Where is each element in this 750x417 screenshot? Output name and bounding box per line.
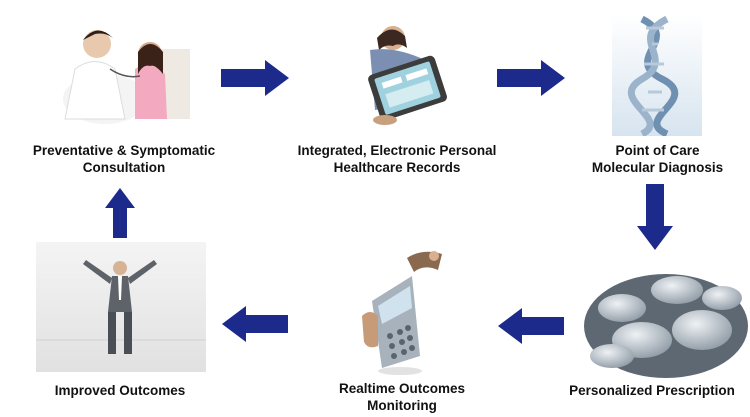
- step-label-monitoring: Realtime Outcomes Monitoring: [338, 381, 466, 413]
- step-label-consultation: Preventative & Symptomatic Consultation: [32, 143, 216, 175]
- doctor-consultation-photo: [63, 30, 190, 124]
- dna-helix-photo: [612, 14, 702, 136]
- arrow-left-2: [222, 306, 288, 342]
- mobile-phone-photo: [362, 251, 442, 375]
- pills-photo: [584, 274, 748, 378]
- arrow-left-1: [498, 308, 564, 344]
- step-label-prescription: Personalized Prescription: [569, 383, 735, 398]
- celebrating-man-photo: [36, 242, 206, 372]
- step-label-records: Integrated, Electronic Personal Healthca…: [297, 143, 497, 175]
- arrow-down: [637, 184, 673, 250]
- arrow-right-2: [497, 60, 565, 96]
- step-label-diagnosis: Point of Care Molecular Diagnosis: [591, 143, 724, 175]
- tablet-records-photo: [368, 26, 447, 125]
- arrow-up: [105, 188, 135, 238]
- arrow-right-1: [221, 60, 289, 96]
- step-label-outcomes: Improved Outcomes: [54, 383, 186, 398]
